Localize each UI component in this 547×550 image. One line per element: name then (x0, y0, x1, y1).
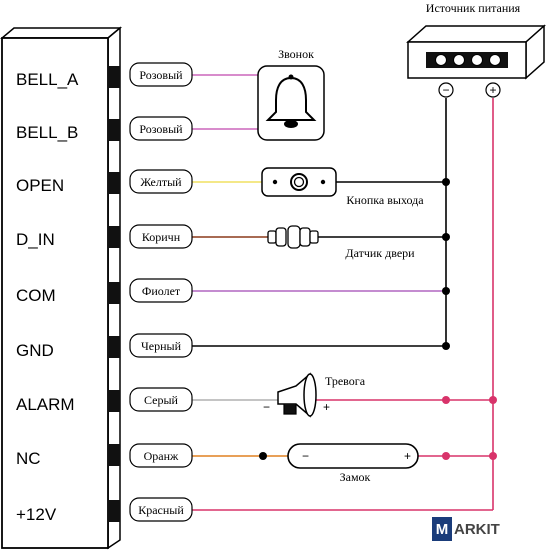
psu-plus-sign: + (489, 83, 496, 97)
terminal-label-d-in: D_IN (16, 230, 55, 249)
terminal-label-open: OPEN (16, 176, 64, 195)
wire-tag-nc: Оранж (144, 449, 179, 463)
psu-minus-sign: − (442, 83, 449, 97)
lock-minus-sign: − (302, 449, 309, 463)
wire-tag-12v: Красный (138, 503, 184, 517)
lock-plus-sign: + (404, 449, 411, 463)
controller (0, 26, 123, 550)
exit-button-label: Кнопка выхода (346, 193, 424, 207)
wire-tag-alarm: Серый (144, 393, 179, 407)
connector-blocks (108, 66, 120, 522)
terminal-label-gnd: GND (16, 341, 54, 360)
wire-tag-d-in: Коричн (142, 230, 181, 244)
markit-logo: M ARKIT (432, 517, 500, 541)
wire-tag-bell-a: Розовый (139, 68, 183, 82)
terminal-labels: BELL_A BELL_B OPEN D_IN COM GND ALARM NC… (16, 70, 79, 524)
bell-icon (257, 65, 325, 141)
wire-tag-open: Желтый (140, 175, 182, 189)
terminal-label-12v: +12V (16, 505, 57, 524)
junction-dots (259, 178, 497, 460)
wire-tag-gnd: Черный (141, 339, 182, 353)
siren-icon (277, 372, 317, 418)
wire-tag-bell-b: Розовый (139, 122, 183, 136)
power-supply-icon (406, 24, 546, 98)
wire-tags: Розовый Розовый Желтый Коричн Фиолет Чер… (129, 62, 193, 522)
terminal-label-com: COM (16, 286, 56, 305)
alarm-minus-sign: − (263, 400, 270, 414)
terminal-label-bell-a: BELL_A (16, 70, 79, 89)
wires (192, 74, 494, 511)
terminal-label-alarm: ALARM (16, 395, 75, 414)
logo-text: ARKIT (454, 521, 500, 538)
wire-tag-com: Фиолет (142, 284, 181, 298)
door-sensor-label: Датчик двери (345, 246, 415, 260)
logo-letter-m: M (436, 521, 449, 538)
power-supply-label: Источник питания (426, 1, 521, 15)
lock-icon (287, 443, 419, 469)
door-sensor-icon (267, 225, 319, 249)
exit-button-icon (261, 167, 337, 197)
bell-label: Звонок (278, 47, 314, 61)
terminal-label-nc: NC (16, 449, 41, 468)
alarm-plus-sign: + (323, 400, 330, 414)
alarm-label: Тревога (325, 374, 366, 388)
terminal-label-bell-b: BELL_B (16, 123, 78, 142)
lock-label: Замок (340, 470, 371, 484)
